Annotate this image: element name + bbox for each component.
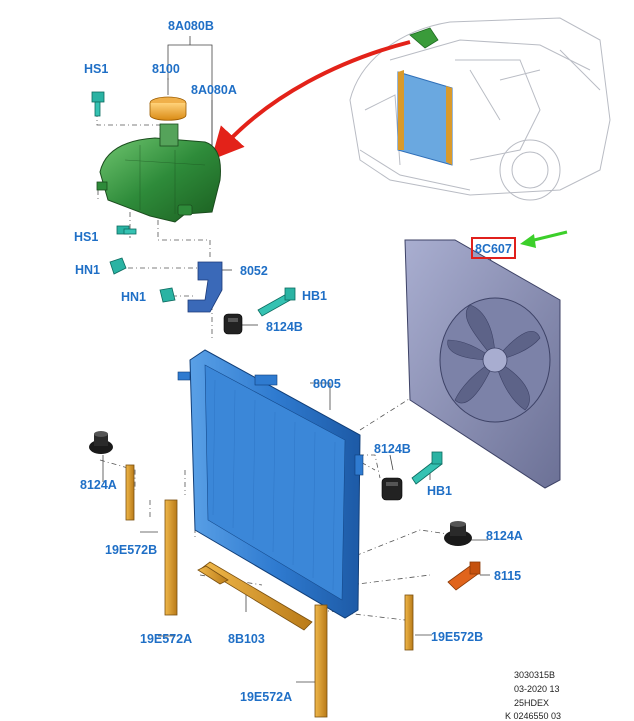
isolator-mount-icon [89, 431, 113, 454]
label-sensor: 8115 [494, 569, 521, 583]
label-mount-right-b: 8124B [374, 442, 411, 456]
label-tank: 8A080A [191, 83, 237, 97]
label-mount-upper: 8124B [266, 320, 303, 334]
seal-bottom-long [197, 565, 229, 585]
seal-right-long [314, 604, 328, 718]
reference-line-4: K 0246550 03 [505, 711, 561, 721]
label-nut-1: HN1 [75, 263, 100, 277]
fan-shroud [404, 239, 561, 489]
rubber-mount-icon [381, 477, 403, 501]
label-seal-bottom: 8B103 [228, 632, 265, 646]
label-seal-bottom-long: 19E572A [240, 690, 292, 704]
reference-line-3: 25HDEX [514, 698, 549, 708]
label-screw-bottom: HS1 [74, 230, 98, 244]
seal-bottom [201, 561, 313, 631]
nut-icon [109, 257, 127, 275]
radiator [177, 349, 364, 619]
label-bolt-upper: HB1 [302, 289, 327, 303]
filler-cap [149, 96, 187, 121]
isolator-mount-icon [444, 521, 472, 546]
label-seal-left-small: 19E572B [105, 543, 157, 557]
reference-block: 3030315B 03-2020 13 25HDEX K 0246550 03 [505, 670, 561, 721]
seal-right-small [404, 594, 414, 651]
label-mount-left-a: 8124A [80, 478, 117, 492]
temperature-sensor-icon [447, 561, 481, 591]
bolt-icon [411, 451, 443, 485]
label-bracket: 8052 [240, 264, 268, 278]
label-mount-right-a: 8124A [486, 529, 523, 543]
label-screw-top: HS1 [84, 62, 108, 76]
expansion-tank [96, 123, 221, 223]
seal-left-long [164, 499, 178, 616]
seal-strips [125, 464, 414, 718]
seal-left-small [125, 464, 135, 521]
green-arrow-icon [520, 230, 568, 248]
screw-icon [91, 91, 105, 117]
label-tank-assembly: 8A080B [168, 19, 214, 33]
label-radiator: 8005 [313, 377, 341, 391]
red-arrow-icon [211, 40, 411, 160]
label-seal-left-long: 19E572A [140, 632, 192, 646]
label-cap: 8100 [152, 62, 180, 76]
part-labels: 8A080B 8100 8A080A HS1 HS1 HN1 HN1 8052 … [74, 19, 523, 704]
vehicle-locator-illustration [349, 17, 611, 201]
rubber-mount-icon [223, 313, 243, 335]
nut-icon [159, 287, 176, 303]
label-nut-2: HN1 [121, 290, 146, 304]
bolt-icon [257, 287, 296, 317]
reference-line-2: 03-2020 13 [514, 684, 560, 694]
screw-icon [116, 225, 137, 235]
highlight-box [471, 237, 516, 259]
label-seal-right-small: 19E572B [431, 630, 483, 644]
mounting-bracket [187, 261, 223, 313]
vehicle-radiator-highlight [397, 27, 453, 166]
label-bolt-right: HB1 [427, 484, 452, 498]
label-fan-shroud: 8C607 [475, 242, 512, 256]
reference-line-1: 3030315B [514, 670, 555, 680]
